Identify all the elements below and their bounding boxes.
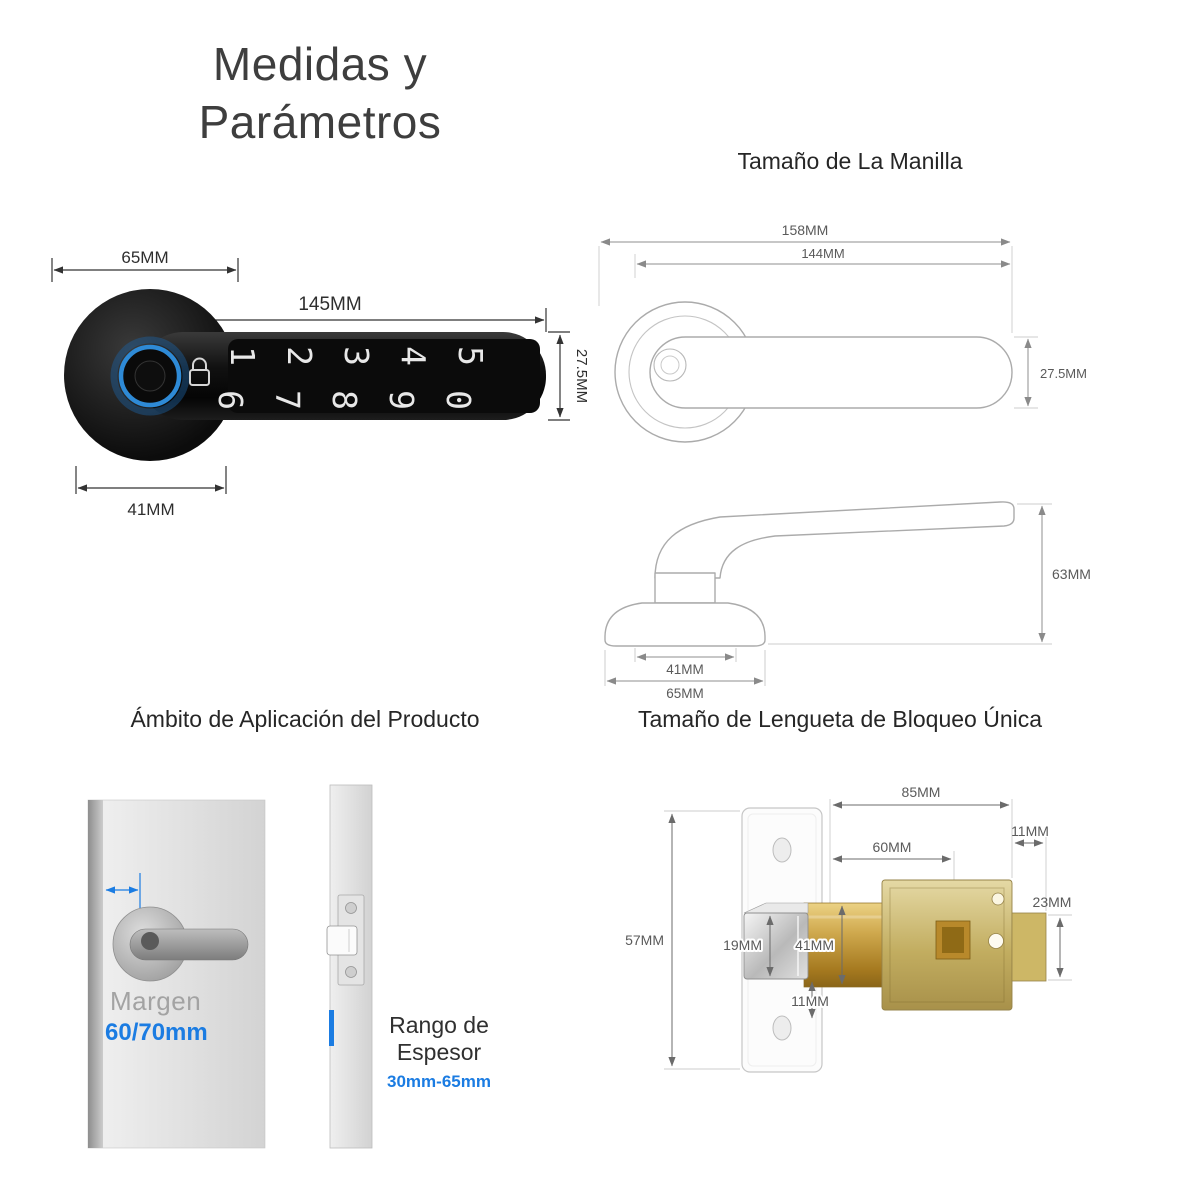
key-4: 4 (394, 346, 433, 366)
dim-label-23mm: 23MM (1033, 894, 1072, 910)
dim-label-65mm: 65MM (121, 248, 168, 267)
margin-label: Margen (110, 986, 201, 1016)
case-hole-right (988, 933, 1004, 949)
key-9: 9 (382, 390, 421, 410)
margin-value: 60/70mm (105, 1019, 208, 1046)
extension-lines-top-view (598, 246, 1013, 333)
application-diagram: Margen 60/70mm (87, 784, 373, 1149)
dim-label-27-5mm: 27.5MM (573, 349, 590, 403)
handle-side-view (604, 501, 1015, 647)
thickness-marker (329, 1010, 334, 1046)
dimension-base-41mm (75, 466, 227, 494)
key-0: 0 (439, 390, 478, 410)
smart-lock-handle: 1 2 3 4 5 6 7 8 9 0 (64, 289, 546, 461)
dim-label-85mm: 85MM (902, 784, 941, 800)
margin-dimension (105, 873, 141, 908)
latch-bolt (743, 912, 809, 980)
door-edge-strip (326, 784, 373, 1149)
latch-rear-tip (1011, 912, 1047, 982)
page-title: Medidas y Parámetros (140, 36, 500, 152)
dim-label-41mm-body: 41MM (795, 937, 834, 953)
screw-bottom (345, 966, 357, 978)
dim-label-144mm: 144MM (801, 246, 844, 261)
faceplate-screw-hole-top (772, 837, 792, 863)
dimension-63mm (768, 503, 1052, 645)
door-handle-silhouette (112, 906, 249, 982)
door-edge (88, 800, 103, 1148)
dim-label-145mm: 145MM (298, 294, 361, 315)
section-title-handle-size: Tamaño de La Manilla (737, 148, 963, 174)
key-2: 2 (280, 346, 319, 366)
range-label-line2: Espesor (396, 1039, 482, 1066)
dimension-top-65mm (51, 258, 239, 282)
dim-label-19mm: 19MM (723, 937, 762, 953)
latch-dimensions (668, 801, 1064, 1067)
dimension-rose-65mm (604, 650, 766, 686)
handle-top-view (614, 301, 1013, 443)
key-7: 7 (268, 390, 307, 410)
dim-label-158mm: 158MM (782, 222, 829, 238)
page-title-line2: Parámetros (198, 95, 442, 148)
range-value: 30mm-65mm (387, 1072, 491, 1092)
sensor-outline-inner (660, 355, 680, 375)
neck-outline (654, 572, 716, 604)
case-hole-top (991, 892, 1005, 906)
section-title-application: Ámbito de Aplicación del Producto (130, 706, 480, 732)
dim-label-rose-65mm: 65MM (666, 686, 704, 701)
lever-side-outline (654, 501, 1015, 579)
key-8: 8 (325, 390, 364, 410)
faceplate-screw-hole-bottom (772, 1015, 792, 1041)
page-title-line1: Medidas y (212, 38, 428, 90)
handle-line-drawing: 158MM 144MM 27.5MM (598, 222, 1091, 701)
dim-label-11mm-offset: 11MM (791, 993, 829, 1009)
fingerprint-sensor-icon (110, 336, 190, 416)
dimension-lever-height-27-5mm (548, 331, 570, 421)
keypad-digits: 1 2 3 4 5 6 7 8 9 0 (211, 346, 490, 410)
dimension-27-5mm-drawing (1014, 336, 1038, 409)
dim-label-57mm: 57MM (625, 932, 664, 948)
thickness-range-block: Rango de Espesor 30mm-65mm (373, 1012, 505, 1092)
latch-bolt-small (326, 925, 358, 956)
dim-label-rose-41mm: 41MM (666, 662, 704, 677)
dim-label-27-5mm-drawing: 27.5MM (1040, 366, 1087, 381)
dim-label-63mm: 63MM (1052, 566, 1091, 582)
latch-diagram: 85MM 11MM 60MM 23MM 57MM 19MM 41MM 11MM (625, 784, 1072, 1073)
range-label-line1: Rango de (389, 1012, 489, 1038)
door-panel (87, 799, 266, 1149)
lock-icon (189, 357, 210, 386)
key-3: 3 (337, 346, 376, 366)
handle-sensor-dot (141, 932, 159, 950)
dim-label-41mm: 41MM (127, 500, 174, 519)
product-photo-diagram: 145MM 65MM 1 (51, 248, 590, 519)
dim-label-11mm-tip: 11MM (1011, 823, 1049, 839)
dim-label-60mm: 60MM (873, 839, 912, 855)
keypad-screen (228, 339, 540, 413)
key-1: 1 (223, 346, 262, 366)
key-5: 5 (451, 346, 490, 366)
section-title-latch-size: Tamaño de Lengueta de Bloqueo Única (637, 706, 1043, 732)
dimension-rose-41mm (634, 648, 737, 662)
latch-hardware (741, 807, 1047, 1073)
key-6: 6 (211, 390, 250, 410)
rose-side-outline (604, 602, 766, 647)
lever-outline (649, 336, 1013, 409)
screw-top (345, 902, 357, 914)
